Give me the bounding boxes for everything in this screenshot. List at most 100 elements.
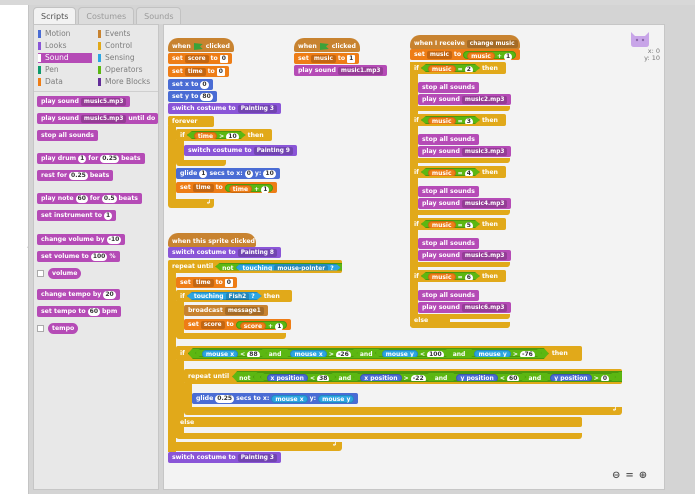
category-pen[interactable]: Pen	[38, 65, 92, 75]
script4-if2-arm	[176, 360, 184, 438]
sprite-x: x: 0	[647, 47, 660, 55]
tab-scripts[interactable]: Scripts	[33, 7, 77, 24]
category-more-blocks[interactable]: More Blocks	[98, 77, 156, 87]
category-operators[interactable]: Operators	[98, 65, 156, 75]
script3-else[interactable]: else	[410, 315, 450, 326]
script4-repeat-foot	[168, 442, 342, 451]
category-sensing[interactable]: Sensing	[98, 53, 156, 63]
tempo-checkbox[interactable]	[37, 325, 44, 332]
category-sound[interactable]: Sound	[38, 53, 92, 63]
script3-if-arm	[410, 125, 418, 155]
zoom-out-icon[interactable]: ⊖	[612, 470, 621, 481]
zoom-reset-icon[interactable]: =	[625, 470, 634, 481]
script3-if-arm	[410, 73, 418, 103]
category-looks[interactable]: Looks	[38, 41, 92, 51]
palette-tempo-reporter[interactable]: tempo	[48, 323, 79, 334]
script4-if-foot	[176, 333, 286, 339]
palette-change-volume[interactable]: change volume by-10	[37, 234, 126, 245]
script3-foot	[410, 322, 510, 328]
script3-stop-all-sounds[interactable]: stop all sounds	[418, 82, 479, 93]
palette-volume-reporter[interactable]: volume	[48, 268, 82, 279]
category-events[interactable]: Events	[98, 29, 156, 39]
forever-loop-arrow-icon: ↲	[206, 199, 212, 206]
repeat-until-arrow-icon: ↲	[612, 406, 618, 413]
tab-bar: Scripts Costumes Sounds	[33, 7, 182, 24]
tab-costumes[interactable]: Costumes	[78, 7, 135, 24]
script1-forever-arm	[168, 126, 176, 202]
script4-repeat-until-position[interactable]: repeat until not x position < 38 and x p…	[184, 369, 622, 384]
category-motion[interactable]: Motion	[38, 29, 92, 39]
script3-stop-all-sounds[interactable]: stop all sounds	[418, 238, 479, 249]
script3-if-arm	[410, 281, 418, 311]
script3-if-foot	[410, 210, 510, 215]
script4-if-mouse-bounds[interactable]: if mouse x < 88 and mouse x > -26 and mo…	[176, 346, 582, 361]
script4-hat-sprite-clicked[interactable]: when this sprite clicked	[168, 233, 256, 247]
script4-if2-foot	[176, 433, 582, 439]
script3-if-foot	[410, 262, 510, 267]
script3-stop-all-sounds[interactable]: stop all sounds	[418, 134, 479, 145]
category-control[interactable]: Control	[98, 41, 156, 51]
script3-if-foot	[410, 106, 510, 111]
script3-stop-all-sounds[interactable]: stop all sounds	[418, 186, 479, 197]
palette-divider	[34, 91, 158, 92]
script3-stop-all-sounds[interactable]: stop all sounds	[418, 290, 479, 301]
green-flag-icon	[193, 43, 203, 50]
script1-forever[interactable]: forever	[168, 116, 214, 127]
sprite-cat-icon	[629, 30, 651, 48]
palette-stop-all-sounds[interactable]: stop all sounds	[37, 130, 98, 141]
script3-if-foot	[410, 314, 510, 319]
green-flag-icon	[319, 43, 329, 50]
script1-if-foot	[176, 160, 226, 166]
stage-edge: ◂	[0, 5, 31, 494]
zoom-in-icon[interactable]: ⊕	[638, 470, 648, 481]
script4-else[interactable]: else	[176, 417, 582, 427]
category-data[interactable]: Data	[38, 77, 92, 87]
volume-checkbox[interactable]	[37, 270, 44, 277]
script4-repeat2-foot	[184, 407, 622, 415]
tab-sounds[interactable]: Sounds	[136, 7, 182, 24]
script3-if-foot	[410, 158, 510, 163]
